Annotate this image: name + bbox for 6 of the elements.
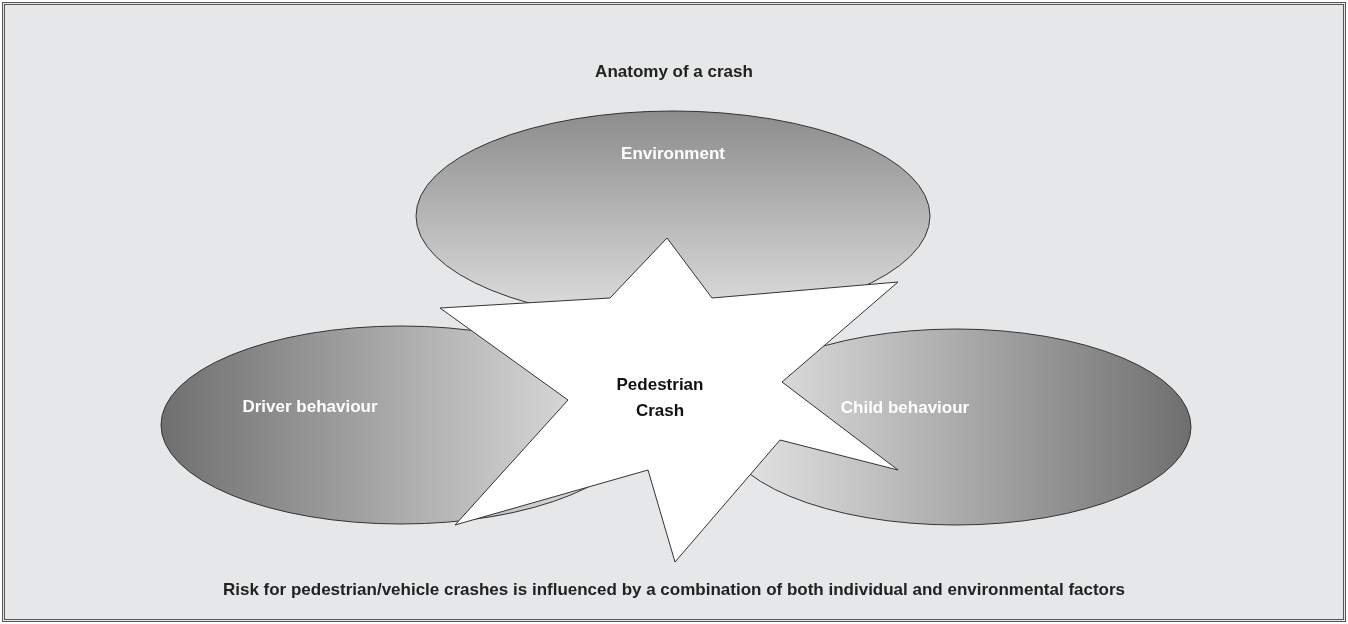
caption-text: Risk for pedestrian/vehicle crashes is influenced by a combination of both individual and environmental factors xyxy=(222,580,1126,599)
node-label: Driver behaviour xyxy=(242,396,378,418)
node-label: Pedestrian Crash xyxy=(615,374,705,422)
node-label: Child behaviour xyxy=(840,397,970,419)
node-label: Environment xyxy=(621,143,725,165)
diagram-title: Anatomy of a crash xyxy=(595,62,753,81)
